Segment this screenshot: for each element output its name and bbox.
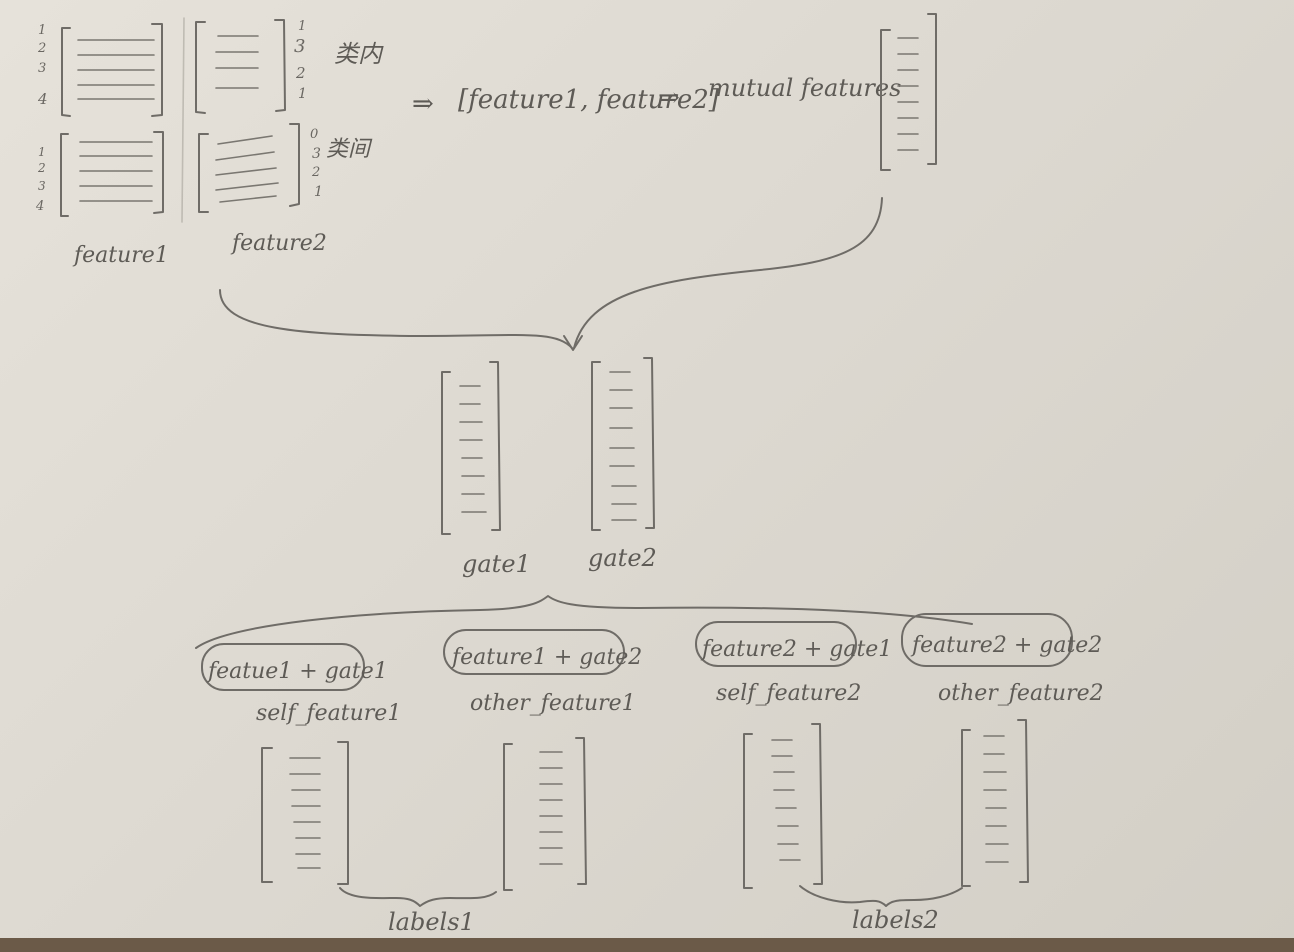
feature1-label: feature1	[72, 243, 169, 268]
combo-name: self_feature1	[256, 701, 401, 726]
top-left-inter-class-labels-3: 1	[314, 184, 323, 200]
feature2-matrix-a	[195, 19, 286, 114]
inter-class-label: 类间	[326, 137, 373, 162]
top-left-inter-class-labels-0: 0	[310, 127, 318, 142]
combo-formula: feature2 + gate1	[700, 637, 892, 662]
self-feature1-vector	[261, 741, 349, 885]
combo-self-feature2: feature2 + gate1 self_feature2	[695, 621, 892, 706]
flow-arrow-1: ⇒	[412, 89, 434, 119]
top-left-row-numbers-3: 4	[37, 90, 48, 108]
combo-formula: feature1 + gate2	[450, 645, 642, 670]
top-left-row-numbers-0: 1	[38, 23, 46, 38]
feature1-matrix-a	[61, 23, 163, 117]
top-left-row-numbers-3: 4	[35, 199, 44, 214]
top-left-intra-class-labels-2: 2	[295, 64, 306, 82]
top-left-intra-class-labels-1: 3	[294, 36, 305, 57]
feature1-matrix-b	[60, 131, 164, 217]
labels2-label: labels2	[852, 906, 939, 934]
flow-arrow-2: ⇒	[658, 83, 680, 113]
separator-line	[181, 17, 185, 223]
combos-brace	[195, 595, 973, 649]
self-feature2-vector	[743, 723, 823, 889]
combo-name: self_feature2	[716, 681, 861, 706]
combo-formula: featue1 + gate1	[206, 659, 388, 684]
gate1-vector	[441, 361, 501, 535]
top-left-row-numbers-0: 1	[38, 145, 46, 159]
other-feature2-vector	[961, 719, 1029, 887]
mutual-features-vector	[880, 13, 937, 171]
mutual-features-label: mutual features	[708, 74, 901, 102]
gate2-label: gate2	[588, 544, 657, 572]
combo-other-feature1: feature1 + gate2 other_feature1	[443, 629, 642, 716]
intra-class-label: 类内	[334, 40, 384, 68]
inter-class-labels: 0 3 2 1 类间	[310, 127, 373, 200]
labels1-brace	[339, 887, 497, 907]
top-left-intra-class-labels-3: 1	[298, 86, 307, 102]
top-left-inter-class-labels-2: 2	[311, 165, 320, 180]
labels1-label: labels1	[388, 908, 475, 936]
feature1-matrix-b-row-numbers: 1 2 3 4	[35, 145, 46, 214]
feature1-matrix-a-row-numbers: 1 2 3 4	[37, 23, 48, 108]
combo-formula: feature2 + gate2	[910, 633, 1102, 658]
concat-features-text: [feature1, feature2]	[458, 85, 720, 115]
merge-curve	[219, 197, 883, 351]
combo-self-feature1: featue1 + gate1 self_feature1	[201, 643, 401, 726]
table-edge	[0, 938, 1294, 952]
other-feature1-vector	[503, 737, 587, 891]
top-left-row-numbers-2: 3	[38, 61, 46, 76]
top-left-row-numbers-2: 3	[38, 179, 46, 193]
gate1-label: gate1	[462, 550, 531, 578]
labels2-brace	[799, 885, 963, 907]
intra-class-labels: 1 3 2 1 类内	[294, 19, 384, 102]
combo-name: other_feature2	[938, 681, 1104, 706]
combo-other-feature2: feature2 + gate2 other_feature2	[901, 613, 1104, 706]
feature2-matrix-b	[198, 123, 300, 213]
top-left-row-numbers-1: 2	[37, 161, 46, 175]
top-left-intra-class-labels-0: 1	[298, 19, 306, 34]
gate2-vector	[591, 357, 655, 531]
combo-name: other_feature1	[470, 691, 636, 716]
top-left-inter-class-labels-1: 3	[312, 146, 321, 162]
feature2-label: feature2	[230, 231, 327, 256]
top-left-row-numbers-1: 2	[37, 41, 46, 56]
